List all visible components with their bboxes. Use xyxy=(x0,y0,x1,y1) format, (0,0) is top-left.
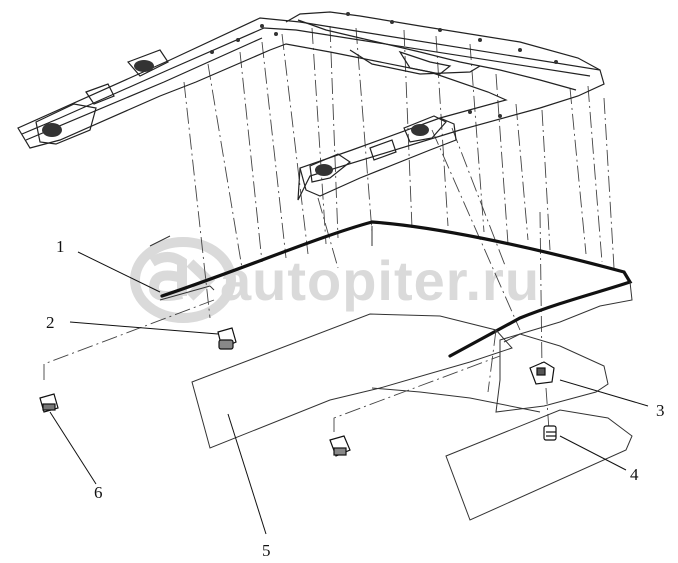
roof-frame-details xyxy=(42,12,558,176)
watermark-text: autopiter.ru xyxy=(220,249,540,312)
clip-trim xyxy=(329,435,351,457)
clip-part-6 xyxy=(39,393,59,413)
trim-panel-rear xyxy=(445,409,633,521)
part-label-3: 3 xyxy=(656,401,665,420)
part-label-2: 2 xyxy=(46,313,55,332)
trim-panel xyxy=(191,313,513,449)
seal-strip xyxy=(160,220,633,358)
projection-lines xyxy=(183,25,615,431)
roof-frame xyxy=(17,11,605,201)
trim-panel-link xyxy=(371,387,541,413)
leader-lines xyxy=(49,251,649,535)
assembly-lines xyxy=(43,299,501,432)
part-label-4: 4 xyxy=(630,465,639,484)
watermark: autopiter.ru xyxy=(130,237,540,323)
trim-panel-right xyxy=(495,333,609,413)
part-label-5: 5 xyxy=(262,541,271,560)
watermark-logo-icon xyxy=(130,237,236,323)
clip-part-2 xyxy=(217,327,237,350)
clip-part-3 xyxy=(529,361,555,385)
screw-part-4 xyxy=(543,425,557,441)
headliner-outline xyxy=(149,226,633,343)
part-label-1: 1 xyxy=(56,237,65,256)
part-label-6: 6 xyxy=(94,483,103,502)
